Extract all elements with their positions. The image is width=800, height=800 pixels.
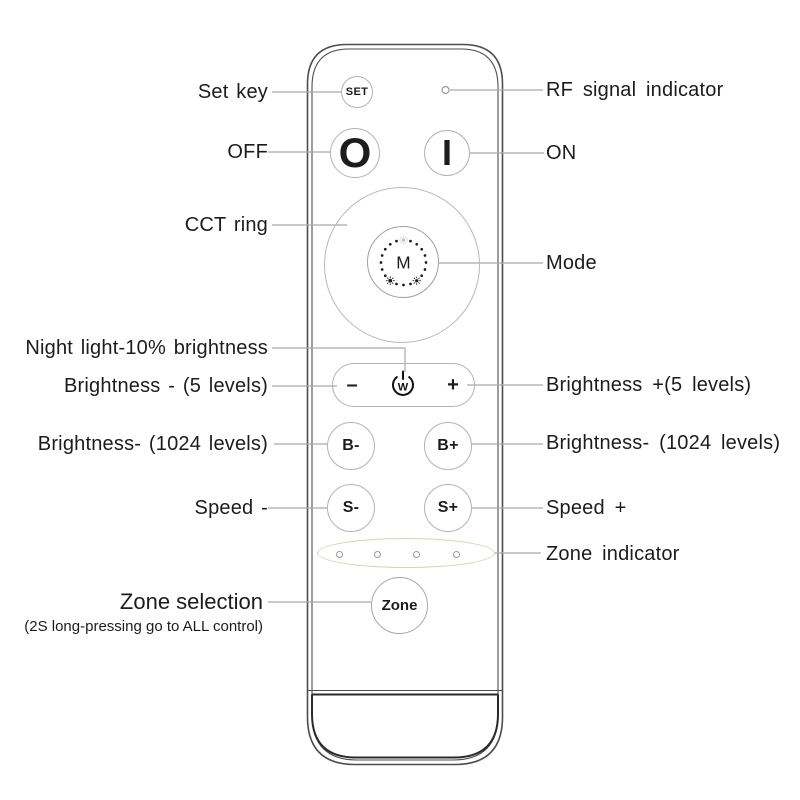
label-brightness-1024-left: Brightness- (1024 levels) [37, 433, 268, 455]
night-light-button[interactable]: W [386, 367, 420, 401]
s-minus-button[interactable]: S- [327, 484, 375, 532]
label-brightness-1024-right: Brightness- (1024 levels) [546, 432, 781, 454]
off-button-label: O [338, 129, 372, 176]
mode-button[interactable]: M [367, 226, 439, 298]
label-rf-indicator: RF signal indicator [546, 79, 724, 101]
sun-icon-top [398, 235, 408, 244]
mode-dot-ring [379, 239, 427, 286]
set-button-label: SET [345, 86, 369, 98]
set-button[interactable]: SET [341, 76, 373, 108]
cct-ring[interactable] [324, 187, 480, 343]
label-off: OFF [227, 141, 268, 163]
label-zone-selection-block: Zone selection (2S long-pressing go to A… [24, 587, 263, 637]
label-night-light: Night light-10% brightness [25, 337, 268, 359]
b-minus-label: B- [342, 437, 360, 454]
zone-indicator-dot-3 [413, 551, 420, 558]
b-plus-button[interactable]: B+ [424, 422, 472, 470]
label-set-key: Set key [197, 81, 268, 103]
on-button[interactable]: I [424, 130, 470, 176]
zone-indicator-dot-4 [453, 551, 460, 558]
brightness-plus-button[interactable]: + [447, 374, 459, 396]
zone-indicator-ellipse [317, 538, 495, 568]
label-mode: Mode [546, 252, 597, 274]
rf-signal-led [441, 85, 450, 95]
sun-icon-bottom-right [412, 276, 421, 285]
s-plus-label: S+ [437, 499, 459, 516]
label-brightness-minus-5: Brightness - (5 levels) [64, 375, 268, 397]
brightness-pill [332, 363, 475, 407]
b-plus-label: B+ [437, 437, 459, 454]
mode-button-art: M [379, 235, 427, 286]
connector-lines [268, 89, 544, 603]
label-brightness-plus-5: Brightness +(5 levels) [546, 374, 752, 396]
zone-button[interactable]: Zone [371, 577, 428, 634]
label-cct-ring: CCT ring [184, 214, 268, 236]
power-icon [392, 370, 414, 396]
mode-button-label: M [396, 252, 410, 272]
night-light-letter: W [398, 382, 409, 394]
label-zone-selection: Zone selection [119, 589, 263, 614]
label-zone-indicator: Zone indicator [546, 543, 680, 565]
sun-icon-bottom-left [385, 275, 395, 285]
zone-indicator-dot-2 [374, 551, 381, 558]
label-on: ON [546, 142, 577, 164]
label-speed-minus: Speed - [194, 497, 268, 519]
off-button[interactable]: O [330, 128, 380, 178]
s-plus-button[interactable]: S+ [424, 484, 472, 532]
b-minus-button[interactable]: B- [327, 422, 375, 470]
zone-button-label: Zone [381, 597, 418, 614]
s-minus-label: S- [342, 499, 360, 516]
label-speed-plus: Speed + [546, 497, 627, 519]
label-zone-selection-sub: (2S long-pressing go to ALL control) [24, 618, 263, 635]
brightness-minus-button[interactable]: – [346, 374, 358, 396]
on-button-label: I [441, 132, 452, 173]
zone-indicator-dot-1 [336, 551, 343, 558]
battery-cover-outline [311, 693, 499, 759]
